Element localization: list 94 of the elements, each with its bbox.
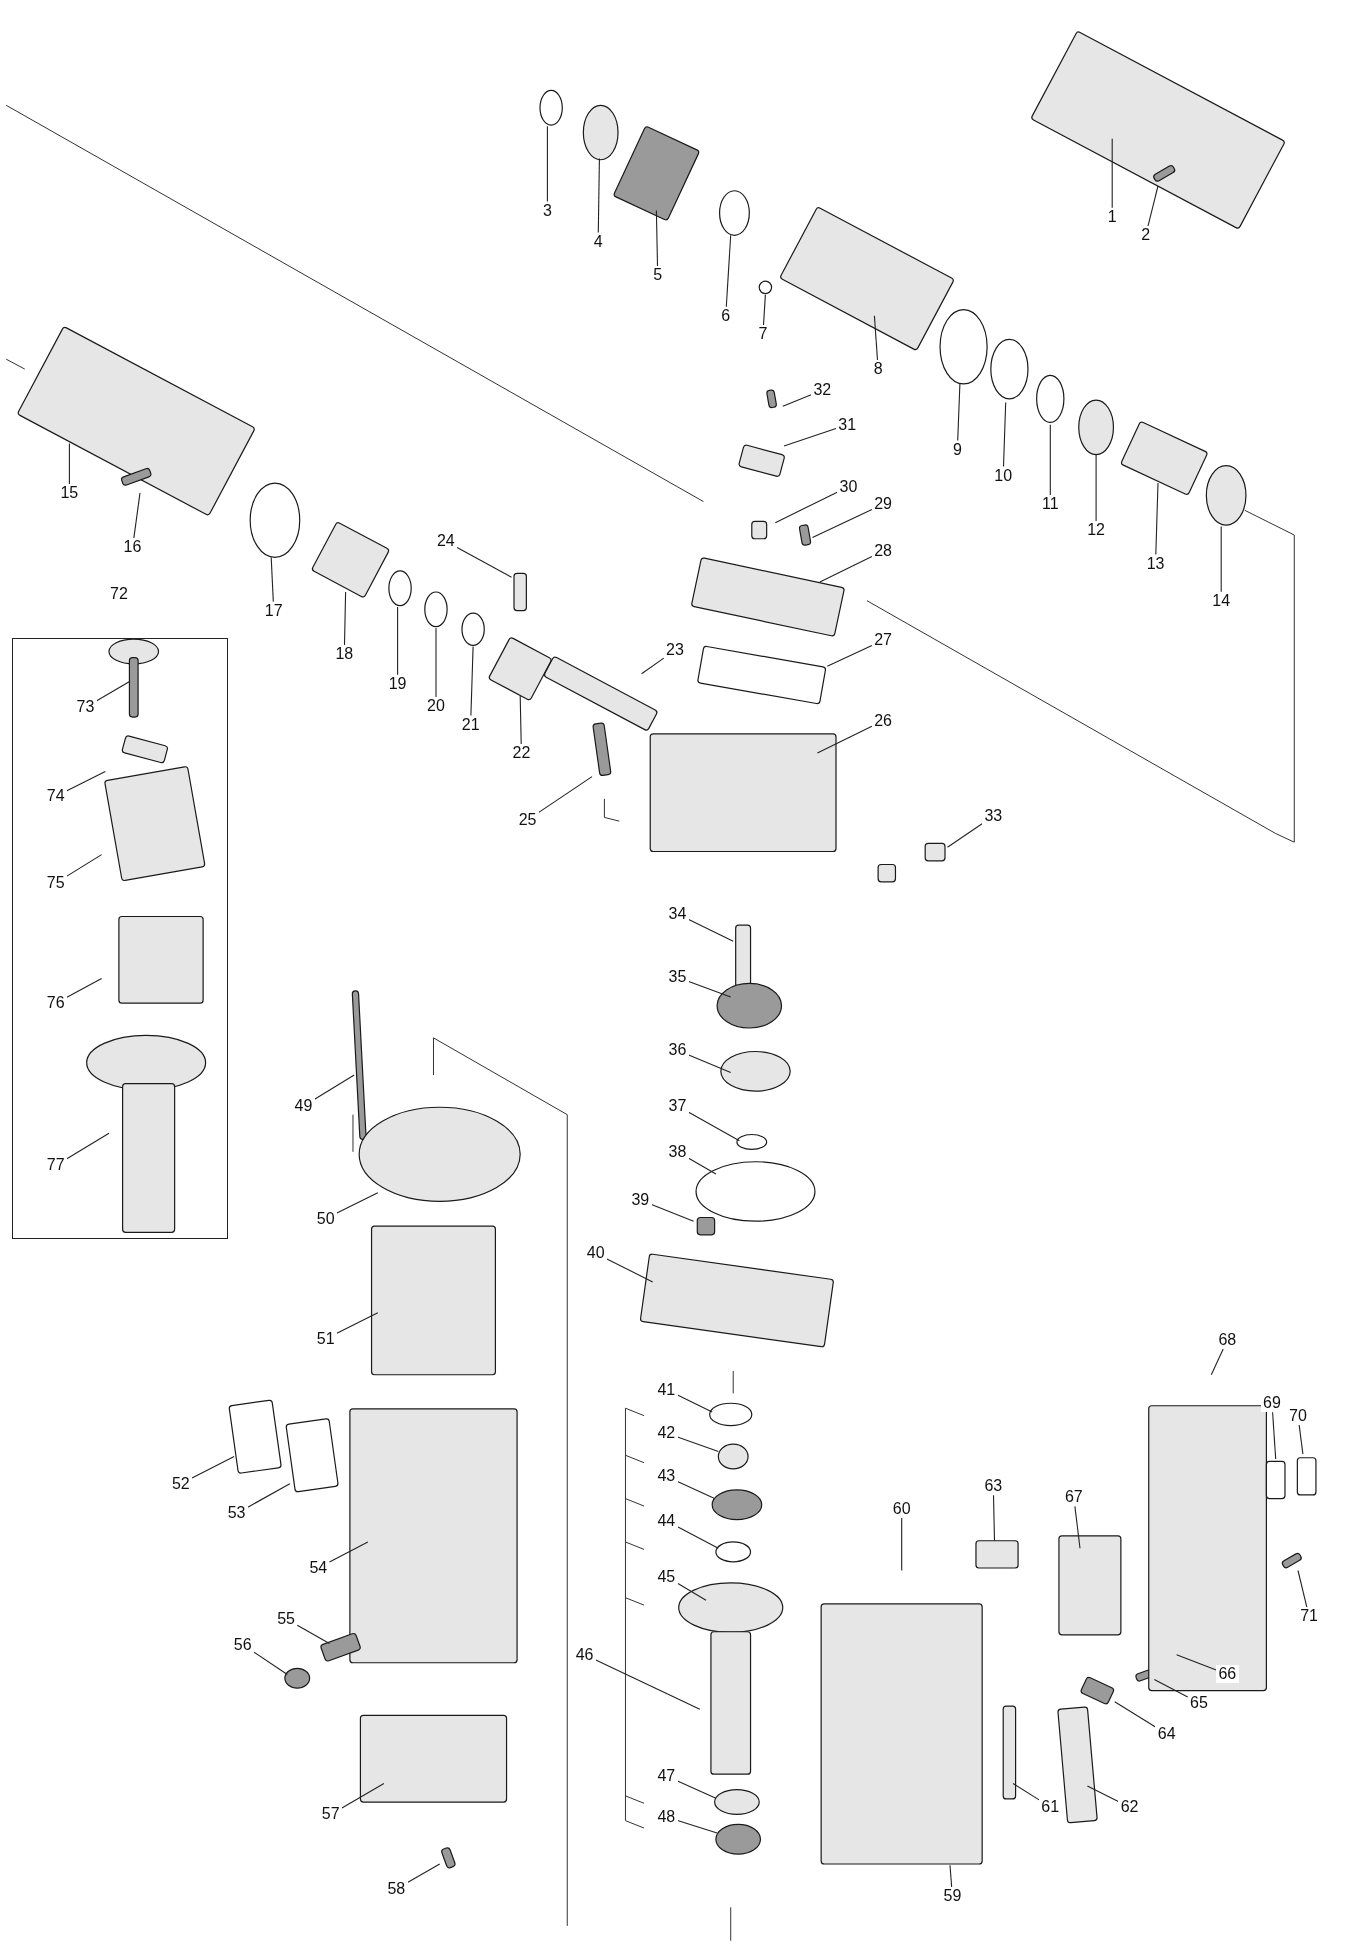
leader-line	[1210, 1348, 1224, 1376]
leader-line	[1153, 1678, 1189, 1698]
leader-line	[597, 157, 600, 234]
leader-line	[655, 210, 659, 267]
leader-line	[1049, 424, 1051, 496]
leader-line	[826, 644, 873, 667]
leader-line	[992, 1494, 996, 1542]
callout-number: 37	[666, 1097, 689, 1115]
leader-line	[782, 394, 812, 407]
leader-line	[253, 1651, 288, 1676]
leader-line	[1147, 185, 1159, 227]
leader-line	[1298, 1424, 1304, 1455]
leader-line	[66, 1132, 110, 1160]
callout-number: 44	[655, 1511, 678, 1530]
leader-line	[676, 1480, 716, 1500]
leader-line	[397, 606, 399, 676]
leader-line	[1086, 1785, 1119, 1802]
leader-line	[336, 1312, 379, 1334]
leader-line	[456, 546, 513, 578]
leader-line	[688, 1054, 732, 1074]
callout-number: 38	[666, 1142, 689, 1161]
leader-line	[68, 442, 70, 485]
leader-line	[606, 1258, 654, 1283]
leader-line	[133, 492, 141, 539]
leader-line	[688, 1111, 740, 1142]
leader-line	[774, 491, 838, 524]
leader-line	[546, 125, 548, 203]
leader-line	[676, 1582, 707, 1601]
leader-line	[66, 771, 106, 792]
leader-line	[816, 725, 873, 754]
leader-line	[676, 1526, 719, 1549]
leader-line	[676, 1394, 713, 1413]
leader-line	[1220, 525, 1222, 593]
leader-line	[270, 556, 274, 603]
leader-line	[470, 645, 474, 717]
leader-line	[1074, 1505, 1081, 1549]
leader-line	[641, 657, 665, 675]
leader-line	[336, 1192, 379, 1214]
leader-line	[901, 1516, 903, 1572]
leader-line	[949, 1864, 953, 1888]
leader-line	[650, 1204, 695, 1222]
leader-line	[1297, 1569, 1308, 1608]
leader-line	[946, 823, 983, 848]
leader-line	[676, 1780, 717, 1799]
leader-line	[1272, 1411, 1277, 1460]
leader-line	[819, 556, 873, 583]
callout-number: 70	[1286, 1406, 1310, 1425]
leader-line	[783, 427, 837, 447]
callout-number: 46	[573, 1645, 596, 1664]
leader-line	[296, 1624, 330, 1645]
callout-number: 34	[666, 905, 689, 924]
leader-line	[247, 1483, 291, 1508]
leader-line	[343, 591, 347, 646]
leader-line	[688, 980, 732, 998]
leader-line	[435, 627, 437, 698]
callout-number: 45	[655, 1567, 678, 1586]
leader-line	[1114, 1701, 1157, 1728]
leader-line	[762, 294, 766, 326]
leader-line	[688, 918, 734, 942]
leader-line	[191, 1455, 235, 1479]
leader-line	[676, 1819, 718, 1834]
leader-line	[328, 1541, 369, 1563]
leader-line	[595, 1659, 701, 1710]
callout-number: 33	[982, 807, 1005, 826]
callout-number: 30	[837, 477, 860, 496]
callout-number: 56	[231, 1635, 254, 1654]
leader-line	[314, 1074, 355, 1100]
callout-number: 66	[1216, 1665, 1239, 1684]
callout-number: 43	[655, 1467, 678, 1486]
leader-line	[725, 234, 732, 308]
callout-number: 69	[1260, 1394, 1284, 1413]
callout-number: 68	[1216, 1331, 1239, 1350]
callout-number: 24	[434, 532, 458, 551]
leader-line	[1002, 401, 1007, 468]
leader-line	[1012, 1782, 1040, 1801]
leader-line	[1111, 138, 1113, 209]
leader-line	[341, 1782, 385, 1809]
leader-line	[96, 680, 131, 702]
leader-line	[66, 854, 103, 877]
callout-number: 40	[584, 1244, 607, 1263]
leader-line	[688, 1157, 717, 1175]
leader-line	[406, 1863, 441, 1883]
leader-line	[1155, 482, 1159, 556]
callout-number: 60	[890, 1499, 913, 1518]
leader-line	[873, 315, 879, 361]
leader-line	[811, 508, 873, 539]
leader-line	[1176, 1654, 1217, 1671]
leader-line	[1095, 453, 1097, 522]
leader-line	[66, 977, 103, 998]
leader-line	[538, 776, 593, 813]
leader-line	[519, 695, 522, 745]
leader-line	[676, 1436, 719, 1453]
leader-line	[957, 383, 961, 442]
callout-number: 41	[655, 1380, 678, 1399]
